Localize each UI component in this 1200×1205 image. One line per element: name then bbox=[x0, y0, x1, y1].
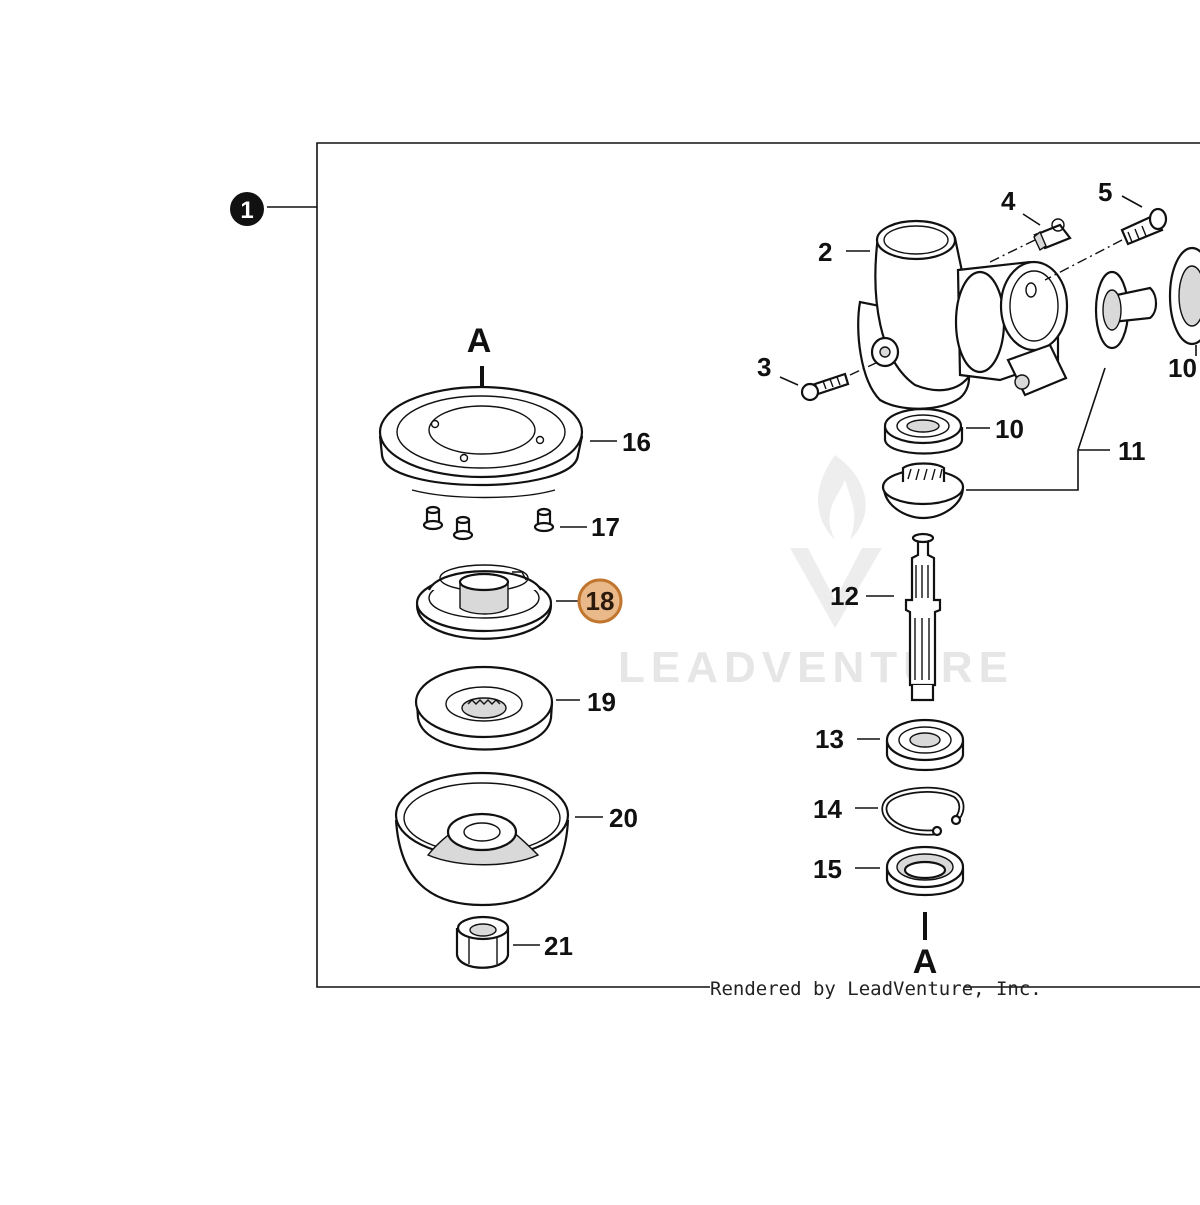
part-15-seal[interactable] bbox=[885, 845, 965, 896]
part-14-circlip[interactable] bbox=[881, 786, 965, 837]
part-4-bolt[interactable] bbox=[1033, 218, 1072, 252]
label-12[interactable]: 12 bbox=[830, 581, 859, 611]
part-17-bolts[interactable] bbox=[422, 505, 555, 541]
part-13-bearing[interactable] bbox=[885, 718, 965, 771]
label-4[interactable]: 4 bbox=[1001, 186, 1016, 216]
label-15[interactable]: 15 bbox=[813, 854, 842, 884]
label-10-side[interactable]: 10 bbox=[1168, 353, 1197, 383]
label-17[interactable]: 17 bbox=[591, 512, 620, 542]
part-5-bolt[interactable] bbox=[1120, 207, 1168, 246]
label-13[interactable]: 13 bbox=[815, 724, 844, 754]
part-3-screw[interactable] bbox=[800, 372, 850, 402]
label-5[interactable]: 5 bbox=[1098, 177, 1112, 207]
part-2-gear-case[interactable] bbox=[857, 219, 1069, 410]
part-20-cup[interactable] bbox=[394, 771, 570, 907]
highlight-badge-18[interactable] bbox=[577, 578, 623, 624]
section-marker-bottom: A bbox=[913, 943, 938, 981]
part-10-bearing[interactable] bbox=[883, 407, 964, 455]
part-11-gear[interactable] bbox=[881, 462, 965, 520]
assembly-callout-badge[interactable] bbox=[230, 192, 264, 226]
part-12-shaft[interactable] bbox=[904, 532, 942, 702]
part-11-pinion[interactable] bbox=[1094, 270, 1158, 350]
label-2[interactable]: 2 bbox=[818, 237, 832, 267]
part-10-bearing-side[interactable] bbox=[1168, 246, 1200, 346]
part-18-holder[interactable] bbox=[415, 564, 553, 640]
label-21[interactable]: 21 bbox=[544, 931, 573, 961]
label-10[interactable]: 10 bbox=[995, 414, 1024, 444]
label-11[interactable]: 11 bbox=[1118, 436, 1146, 466]
credit-text: Rendered by LeadVenture, Inc. bbox=[710, 978, 1042, 1000]
label-14[interactable]: 14 bbox=[813, 794, 842, 824]
section-marker-top: A bbox=[467, 322, 492, 360]
label-19[interactable]: 19 bbox=[587, 687, 616, 717]
part-21-nut[interactable] bbox=[455, 915, 510, 969]
watermark-logo bbox=[790, 455, 882, 628]
label-3[interactable]: 3 bbox=[757, 352, 771, 382]
part-16-plate[interactable] bbox=[378, 385, 584, 499]
label-20[interactable]: 20 bbox=[609, 803, 638, 833]
assembly-callout-label: 1 bbox=[240, 197, 253, 224]
part-19-washer[interactable] bbox=[414, 665, 554, 751]
label-16[interactable]: 16 bbox=[622, 427, 651, 457]
watermark-text: LEADVENTURE bbox=[618, 643, 1014, 692]
label-18: 18 bbox=[586, 586, 615, 616]
